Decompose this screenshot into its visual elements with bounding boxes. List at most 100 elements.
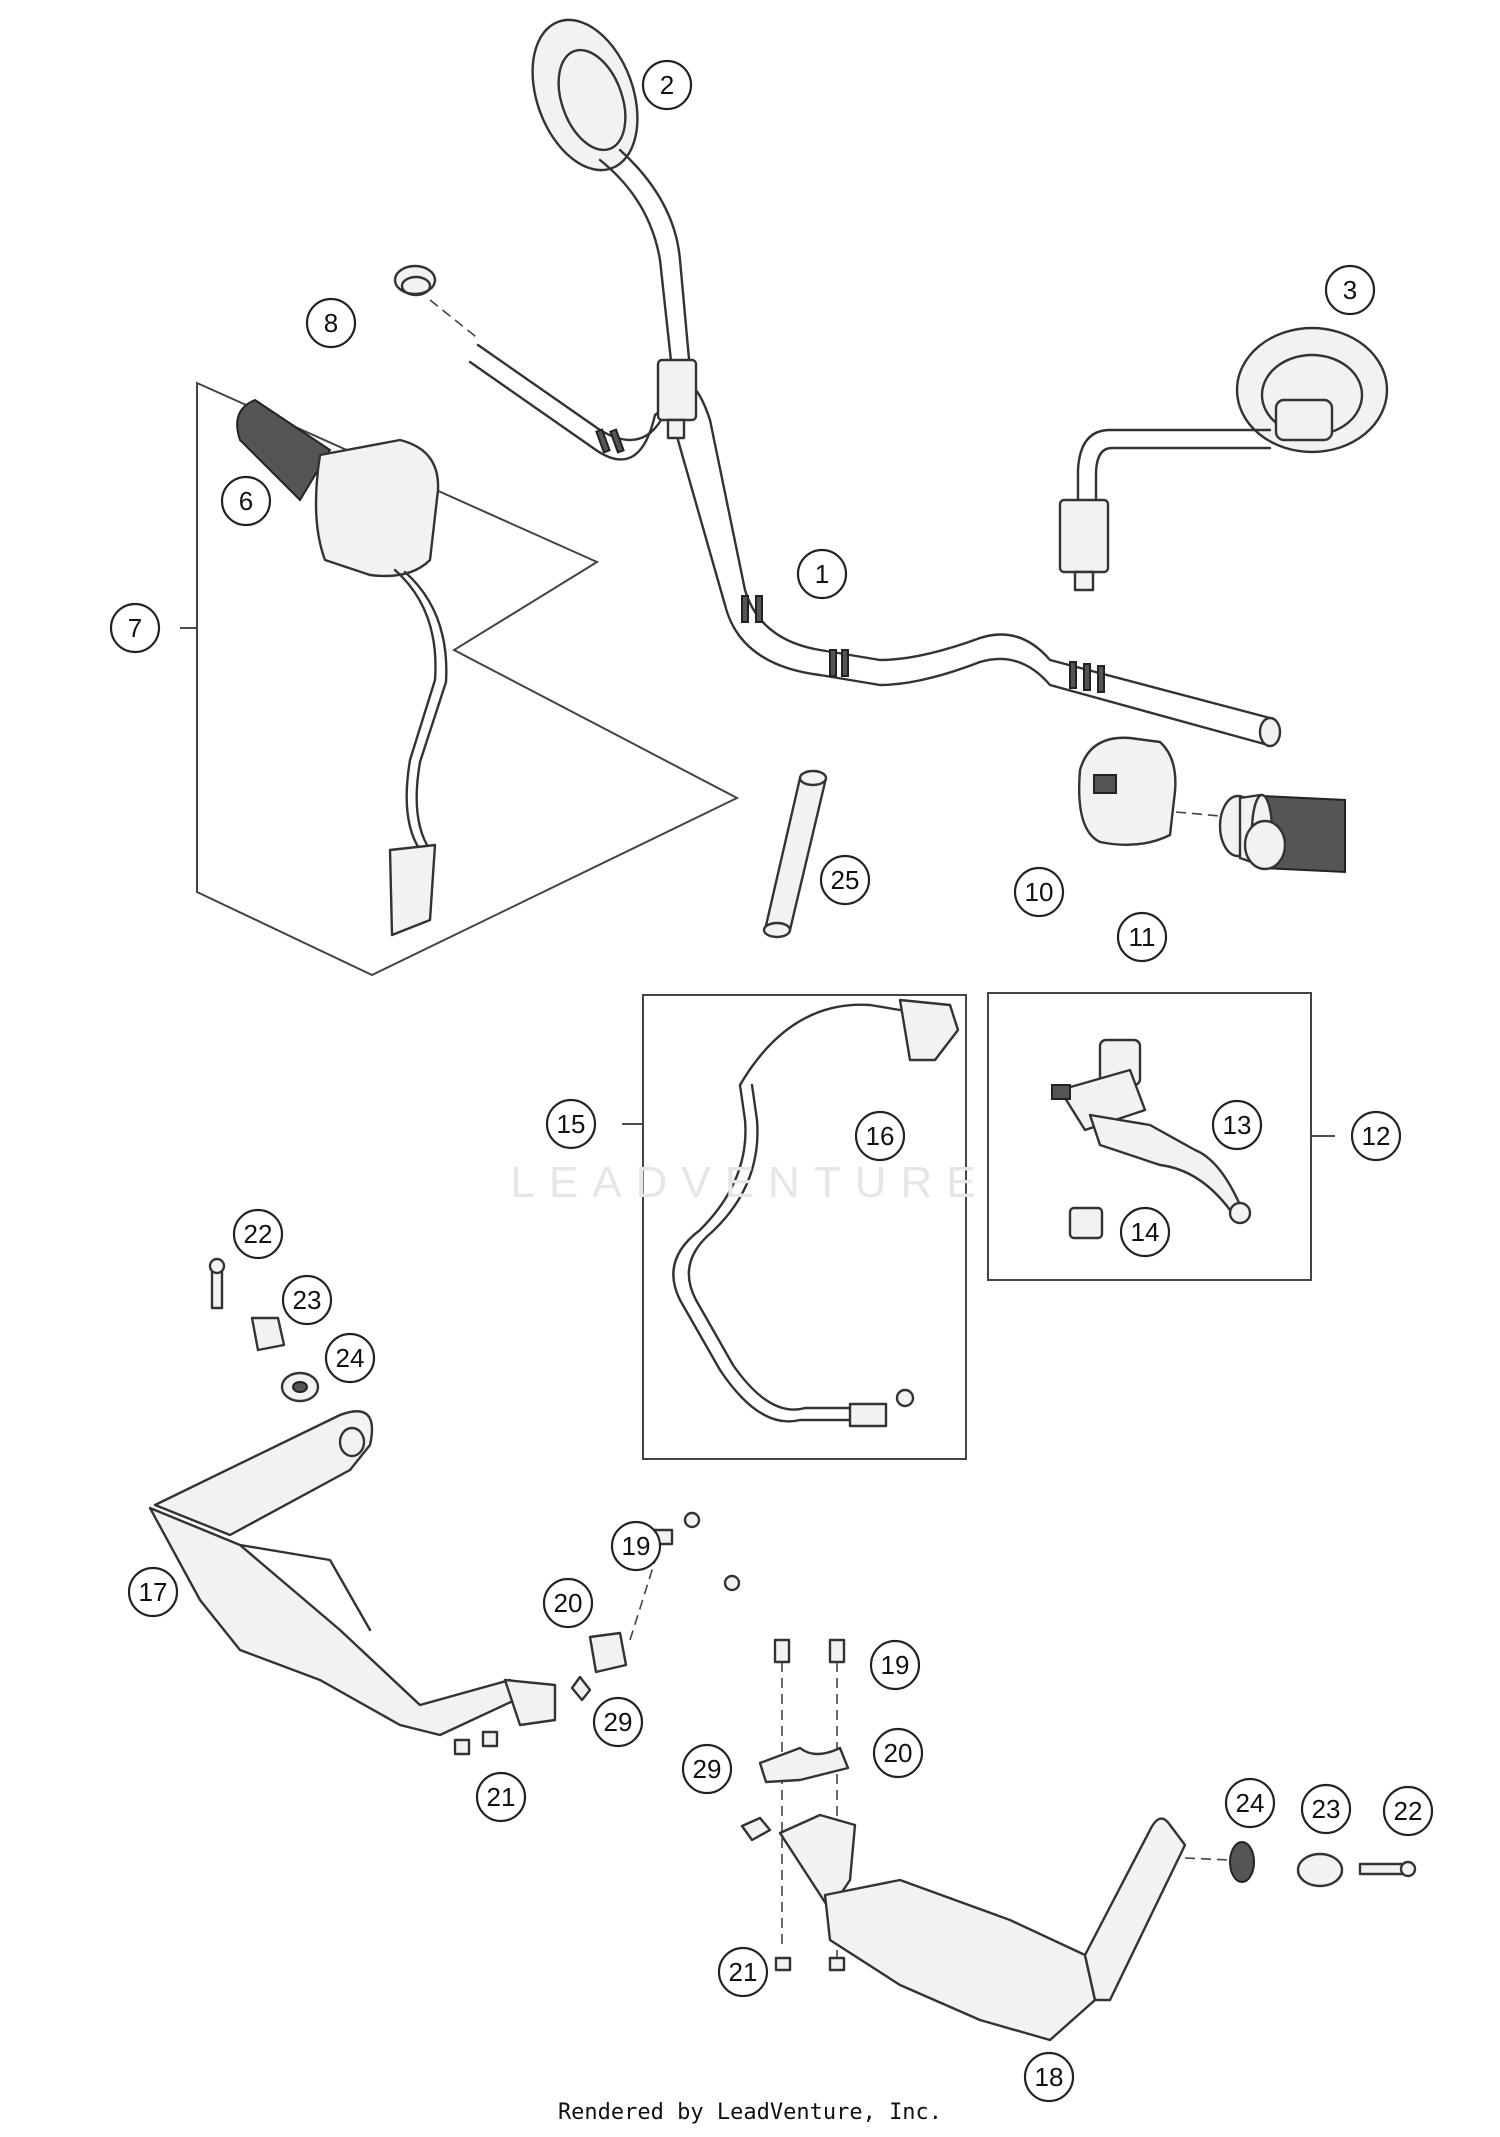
callout-19: 19	[869, 1639, 921, 1691]
handlebar	[468, 343, 1282, 748]
callout-22: 22	[1382, 1785, 1434, 1837]
callout-number: 20	[884, 1738, 913, 1768]
left-guard-clamp	[453, 1511, 741, 1756]
callout-circle	[220, 475, 272, 527]
callout-circle	[232, 1208, 284, 1260]
callout-18: 18	[1023, 2051, 1075, 2103]
callout-circle	[1324, 264, 1376, 316]
callout-number: 14	[1131, 1217, 1160, 1247]
callout-circle	[324, 1332, 376, 1384]
callout-circle	[1300, 1783, 1352, 1835]
callout-number: 18	[1035, 2062, 1064, 2092]
assembly-box-7	[196, 381, 740, 977]
callout-15: 15	[545, 1098, 597, 1150]
callout-2: 2	[641, 59, 693, 111]
credit-text: Rendered by LeadVenture, Inc.	[557, 2100, 943, 2125]
mirror-left	[531, 18, 698, 440]
callout-number: 11	[1129, 922, 1156, 952]
callout-number: 17	[139, 1577, 168, 1607]
callout-circle	[281, 1274, 333, 1326]
callout-number: 8	[324, 308, 338, 338]
callout-29: 29	[681, 1743, 733, 1795]
callout-number: 7	[128, 613, 142, 643]
callout-circle	[717, 1946, 769, 1998]
callout-number: 25	[831, 865, 860, 895]
callout-3: 3	[1324, 264, 1376, 316]
callout-number: 20	[554, 1588, 583, 1618]
callout-circle	[1013, 866, 1065, 918]
right-grip	[1175, 793, 1346, 874]
callout-circle	[545, 1098, 597, 1150]
callout-24: 24	[324, 1332, 376, 1384]
callout-7: 7	[109, 602, 161, 654]
callout-number: 19	[881, 1650, 910, 1680]
callout-circle	[592, 1696, 644, 1748]
callout-14: 14	[1119, 1206, 1171, 1258]
callout-circle	[641, 59, 693, 111]
callout-number: 19	[622, 1531, 651, 1561]
callout-23: 23	[281, 1274, 333, 1326]
callout-29: 29	[592, 1696, 644, 1748]
callout-number: 1	[815, 559, 829, 589]
mirror-right	[1058, 326, 1389, 592]
callout-circle	[305, 297, 357, 349]
callout-13: 13	[1211, 1099, 1263, 1151]
callout-number: 29	[693, 1754, 722, 1784]
callout-number: 3	[1343, 275, 1357, 305]
callout-22: 22	[232, 1208, 284, 1260]
assembly-box-15	[642, 994, 967, 1460]
callout-circle	[1211, 1099, 1263, 1151]
callout-number: 16	[866, 1121, 895, 1151]
callout-number: 24	[1236, 1788, 1265, 1818]
callout-circle	[1350, 1110, 1402, 1162]
sleeve-tool	[762, 769, 828, 939]
callout-circle	[872, 1727, 924, 1779]
callout-number: 15	[557, 1109, 586, 1139]
callout-circle	[127, 1566, 179, 1618]
bar-end-plug	[393, 264, 481, 341]
callout-17: 17	[127, 1566, 179, 1618]
callout-11: 11	[1116, 911, 1168, 963]
callout-number: 13	[1223, 1110, 1252, 1140]
callout-circle	[610, 1520, 662, 1572]
callout-number: 22	[244, 1219, 273, 1249]
right-guard-hardware	[740, 1638, 1417, 1972]
callout-19: 19	[610, 1520, 662, 1572]
callout-circle	[1224, 1777, 1276, 1829]
callout-number: 10	[1025, 877, 1054, 907]
callout-21: 21	[717, 1946, 769, 1998]
callout-circle	[869, 1639, 921, 1691]
callout-circle	[681, 1743, 733, 1795]
lever-switch	[1068, 1206, 1104, 1240]
callout-circle	[1382, 1785, 1434, 1837]
callout-circle	[475, 1771, 527, 1823]
callout-21: 21	[475, 1771, 527, 1823]
clutch-cable	[672, 998, 960, 1428]
callout-circle	[1116, 911, 1168, 963]
left-grip-switch	[236, 398, 448, 937]
left-guard-hardware	[208, 1257, 320, 1403]
callout-24: 24	[1224, 1777, 1276, 1829]
callout-number: 6	[239, 486, 253, 516]
callout-number: 24	[336, 1343, 365, 1373]
callout-10: 10	[1013, 866, 1065, 918]
callout-6: 6	[220, 475, 272, 527]
callout-number: 29	[604, 1707, 633, 1737]
callout-12: 12	[1350, 1110, 1402, 1162]
right-handguard	[778, 1813, 1187, 2042]
callout-number: 21	[487, 1782, 516, 1812]
callout-20: 20	[542, 1577, 594, 1629]
watermark: LEADVENTURE	[510, 1158, 990, 1207]
callout-1: 1	[796, 548, 848, 600]
callout-circle	[542, 1577, 594, 1629]
callout-number: 23	[293, 1285, 322, 1315]
callout-number: 22	[1394, 1796, 1423, 1826]
callout-23: 23	[1300, 1783, 1352, 1835]
callout-number: 2	[660, 70, 674, 100]
callout-circle	[819, 854, 871, 906]
callout-8: 8	[305, 297, 357, 349]
callout-circle	[796, 548, 848, 600]
leader-lines	[180, 627, 1335, 1137]
